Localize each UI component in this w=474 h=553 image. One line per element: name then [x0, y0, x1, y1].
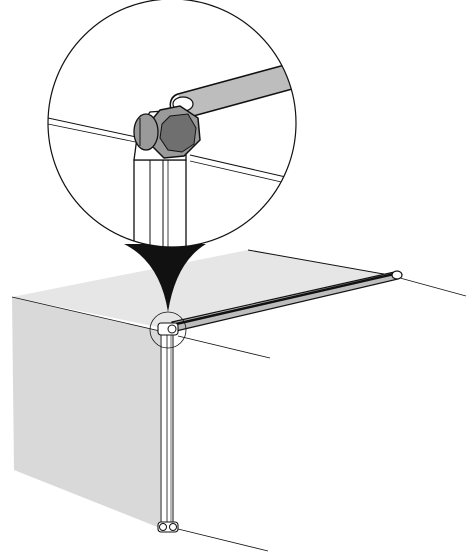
top-left-edge	[11, 296, 161, 332]
magnified-bolt-callout	[47, 0, 297, 248]
zoom-panel-far-edge	[189, 154, 291, 179]
zoom-panel-edge-2	[48, 123, 151, 146]
side-panel	[12, 297, 160, 528]
rail-end-cap	[391, 270, 403, 280]
top-back-edge	[247, 249, 396, 277]
upper-rail-highlight	[175, 272, 395, 326]
zoom-panel-far-edge-2	[189, 160, 291, 185]
zoom-panel-edge	[48, 117, 151, 141]
bottom-extension-line	[177, 528, 269, 552]
bottom-foot-bolt	[159, 523, 167, 531]
mid-extension-line	[177, 335, 271, 359]
bottom-foot-bolt-2	[169, 523, 177, 531]
zoom-hex-bolt-face	[159, 113, 197, 153]
zoom-washer	[133, 113, 159, 151]
top-joint-bolt	[167, 324, 177, 334]
cabinet-body	[11, 249, 396, 528]
top-panel	[12, 250, 395, 330]
far-extension-line	[399, 277, 467, 297]
zoom-circle-border	[47, 0, 297, 248]
vertical-post	[157, 322, 179, 533]
callout-pointer	[124, 244, 206, 312]
